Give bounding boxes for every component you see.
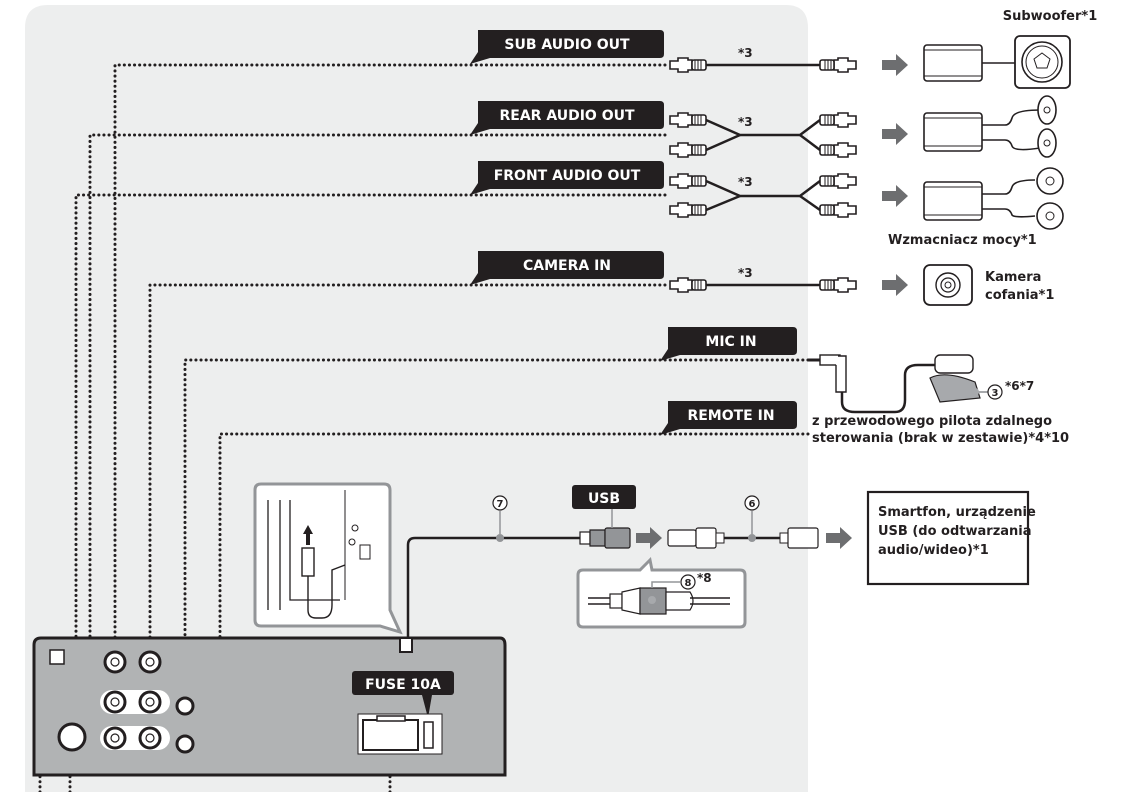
label-text: USB — [588, 491, 620, 507]
rear-amplifier-device — [923, 95, 1057, 158]
head-unit-rear-panel: FUSE 10A — [32, 636, 507, 777]
usb-cable: 7 — [406, 495, 631, 640]
arrow-icon — [882, 274, 908, 296]
cable-note: *3 — [738, 266, 753, 280]
arrow-icon — [882, 54, 908, 76]
label-fuse: FUSE 10A — [352, 671, 454, 718]
label-mic-in: MIC IN — [660, 327, 797, 361]
part-note: *8 — [697, 571, 712, 585]
rear-audio-cable: *3 — [669, 112, 856, 158]
remote-label-line2: sterowania (brak w zestawie)*4*10 — [812, 431, 1069, 446]
label-camera-in: CAMERA IN — [470, 251, 664, 285]
cable-note: *3 — [738, 46, 753, 60]
arrows — [882, 54, 908, 296]
camera-cable: *3 — [669, 266, 856, 293]
cable-note: *3 — [738, 115, 753, 129]
label-text: REMOTE IN — [687, 408, 774, 424]
label-front-audio-out: FRONT AUDIO OUT — [470, 161, 664, 195]
label-text: FRONT AUDIO OUT — [494, 168, 641, 184]
part-note: *6*7 — [1005, 379, 1034, 393]
cable-note: *3 — [738, 175, 753, 189]
usb-adaptor-inset: 8 *8 — [576, 556, 747, 629]
smartphone-box: Smartfon, urządzenie USB (do odtwarzania… — [866, 490, 1036, 586]
part-number: 7 — [497, 499, 504, 510]
arrow-icon — [826, 527, 852, 549]
label-text: REAR AUDIO OUT — [499, 108, 634, 124]
camera-label-line2: cofania*1 — [985, 288, 1054, 303]
label-text: MIC IN — [705, 334, 756, 350]
label-remote-in: REMOTE IN — [660, 401, 797, 435]
smartphone-label-line1: Smartfon, urządzenie — [878, 505, 1036, 520]
camera-label-line1: Kamera — [985, 270, 1041, 285]
arrow-icon — [882, 185, 908, 207]
smartphone-label-line2: USB (do odtwarzania — [878, 524, 1032, 539]
usb-inset-illustration — [253, 482, 403, 635]
subwoofer-label: Subwoofer*1 — [1003, 9, 1098, 24]
rear-camera-device: Kamera cofania*1 — [923, 264, 1054, 306]
part-number: 3 — [992, 388, 999, 399]
sub-audio-cable: *3 — [669, 46, 856, 73]
arrow-icon — [882, 123, 908, 145]
remote-label-line1: z przewodowego pilota zdalnego — [812, 414, 1052, 429]
front-amplifier-device: Wzmacniacz mocy*1 — [888, 167, 1064, 248]
part-number: 6 — [749, 499, 756, 510]
label-rear-audio-out: REAR AUDIO OUT — [470, 101, 664, 135]
label-sub-audio-out: SUB AUDIO OUT — [470, 30, 664, 64]
power-connector — [357, 713, 443, 755]
label-text: FUSE 10A — [365, 677, 441, 693]
usb-extension-cable: 6 — [667, 495, 819, 549]
amplifier-label: Wzmacniacz mocy*1 — [888, 233, 1037, 248]
microphone-device: 3 *6*7 — [808, 354, 1034, 414]
label-usb: USB — [572, 485, 636, 509]
label-text: CAMERA IN — [523, 258, 611, 274]
subwoofer-device: Subwoofer*1 — [923, 9, 1098, 89]
smartphone-label-line3: audio/wideo)*1 — [878, 543, 989, 558]
front-audio-cable: *3 — [669, 173, 856, 218]
rca-jacks — [57, 650, 195, 754]
label-text: SUB AUDIO OUT — [504, 37, 630, 53]
part-number: 8 — [685, 578, 692, 589]
antenna-port — [49, 649, 65, 665]
